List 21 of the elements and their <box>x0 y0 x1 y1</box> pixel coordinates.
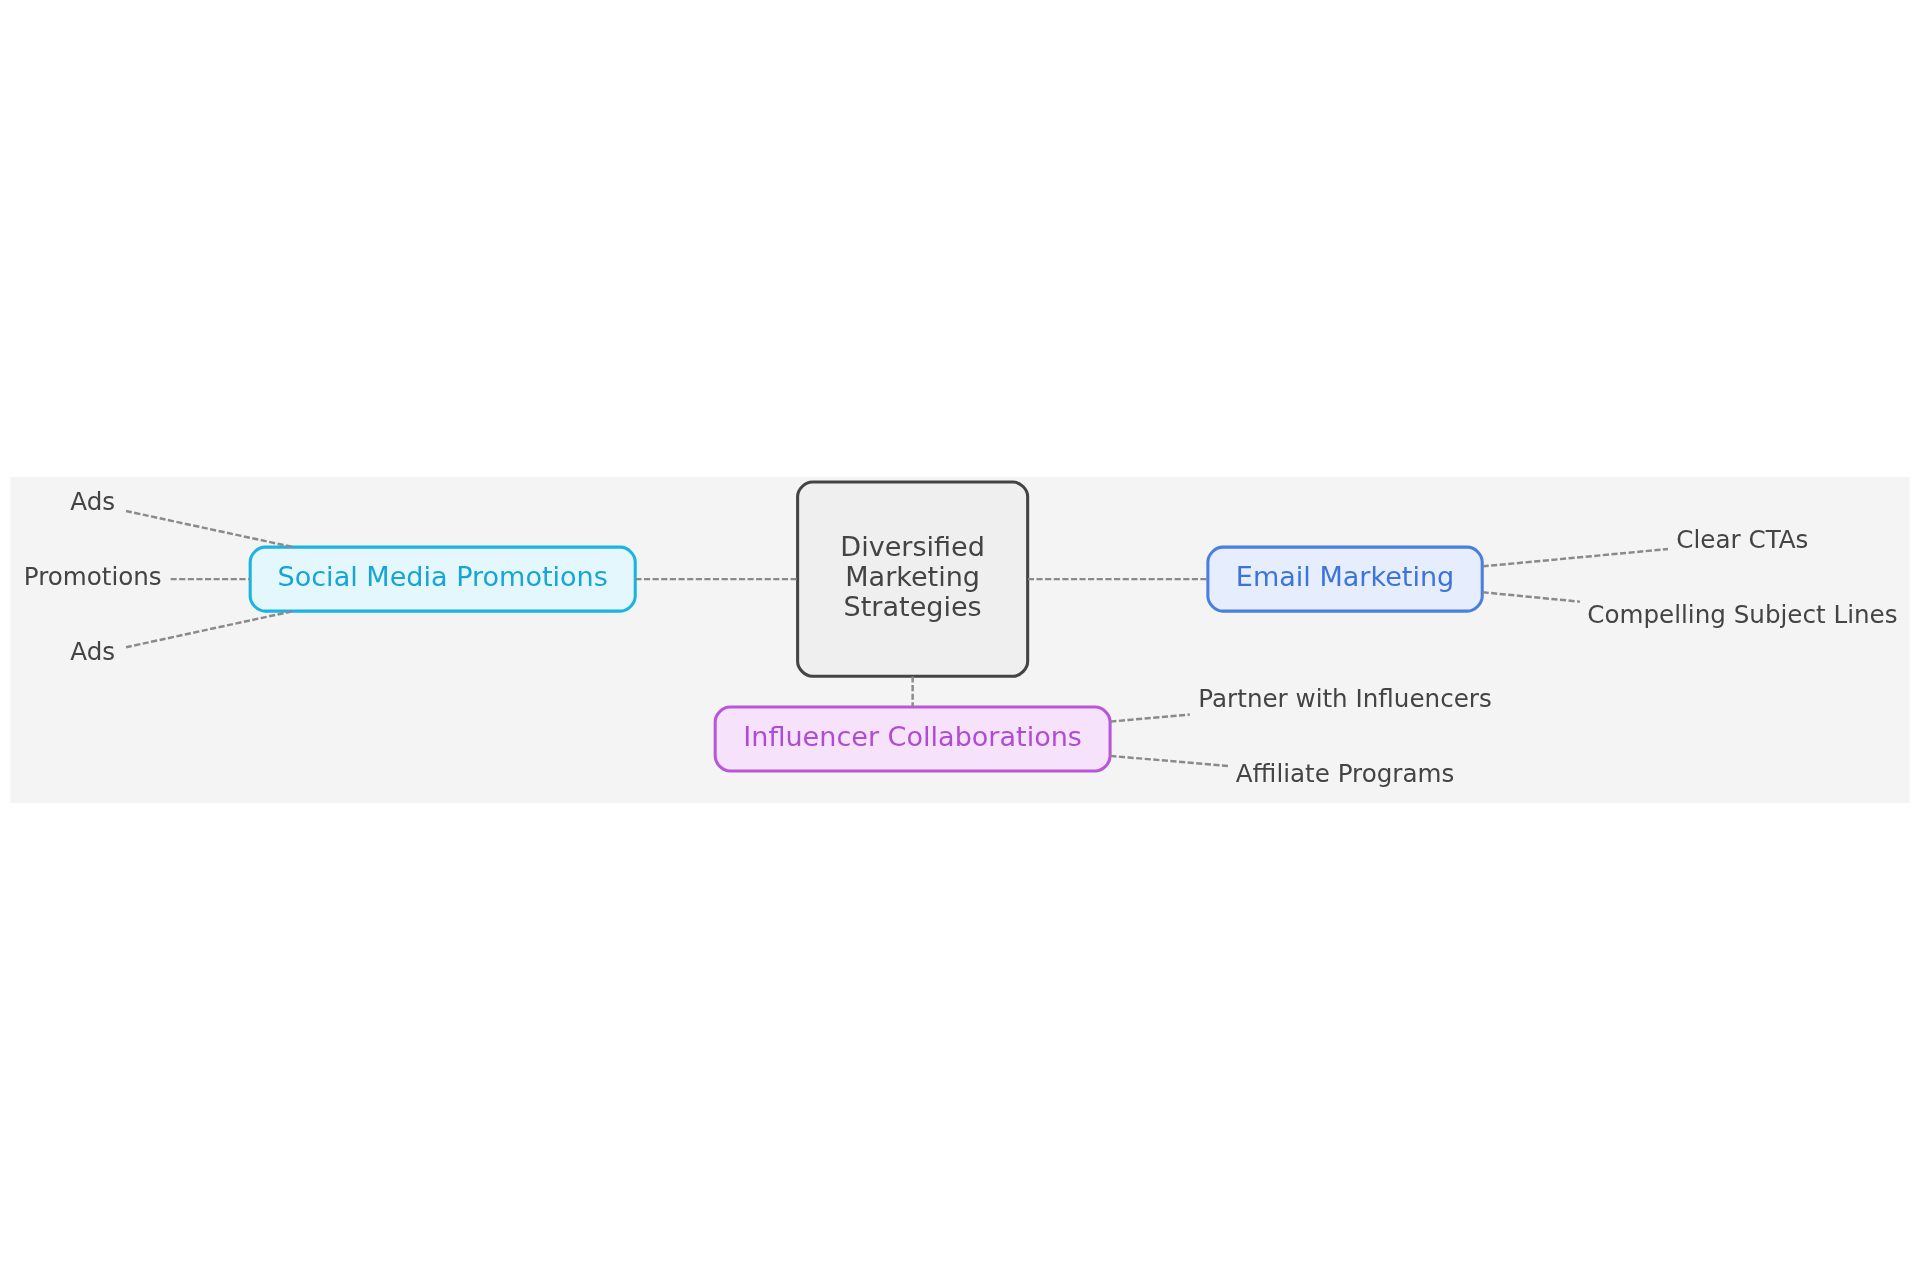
node-text: Affiliate Programs <box>1235 759 1455 789</box>
node-text: Clear CTAs <box>1676 525 1809 555</box>
node-box: Email Marketing <box>1206 545 1484 613</box>
connector <box>1110 754 1229 768</box>
node-text: Compelling Subject Lines <box>1587 600 1898 630</box>
node-box: Diversified Marketing Strategies <box>796 480 1030 678</box>
connector <box>635 577 798 581</box>
connector <box>125 509 294 549</box>
node-box: Influencer Collaborations <box>713 705 1112 773</box>
connector <box>125 609 294 649</box>
node-text: Ads <box>70 487 116 517</box>
node-text: Promotions <box>23 562 162 592</box>
node-text: Partner with Influencers <box>1198 684 1492 714</box>
connector <box>1482 591 1581 603</box>
node-text: Ads <box>70 637 116 667</box>
connector <box>170 577 251 581</box>
node-box: Social Media Promotions <box>248 545 637 613</box>
connector <box>1110 713 1190 723</box>
connector <box>911 676 914 707</box>
connector <box>1027 577 1208 581</box>
connector <box>1482 547 1669 568</box>
